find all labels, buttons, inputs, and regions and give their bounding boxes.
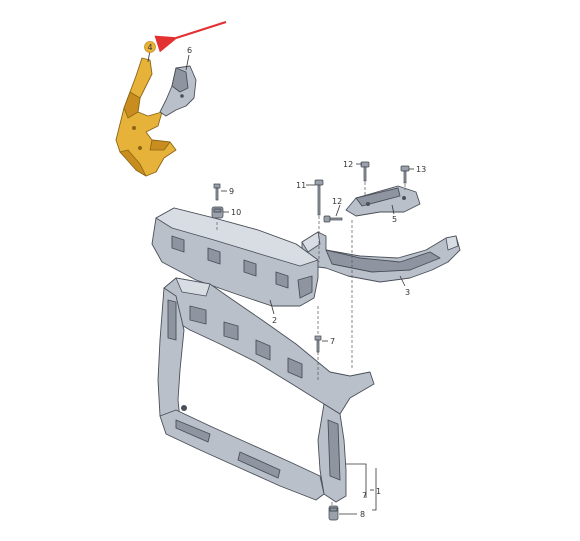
part-1-front-frame[interactable] [157, 277, 375, 503]
red-pointer-arrow [154, 20, 227, 53]
bolt-13[interactable] [400, 165, 410, 184]
part-6-bracket[interactable] [159, 65, 197, 117]
callout-1[interactable]: 1 [376, 487, 381, 496]
part-2-support-beam[interactable] [151, 207, 319, 307]
bolt-11[interactable] [314, 179, 324, 216]
callout-3[interactable]: 3 [405, 288, 410, 297]
bolt-12-lower[interactable] [323, 215, 343, 223]
callout-7-middle[interactable]: 7 [330, 337, 335, 346]
callout-5[interactable]: 5 [392, 215, 397, 224]
highlight-marker [144, 41, 156, 53]
bolt-12-upper[interactable] [360, 161, 370, 182]
bolt-9[interactable] [213, 183, 221, 201]
callout-6[interactable]: 6 [187, 46, 192, 55]
part-3-cross-member[interactable] [301, 231, 461, 283]
callout-11[interactable]: 11 [296, 181, 306, 190]
callout-12-upper[interactable]: 12 [343, 160, 353, 169]
assembly-lines [216, 182, 406, 506]
bolt-7-middle[interactable] [314, 335, 322, 353]
callout-2[interactable]: 2 [272, 316, 277, 325]
callout-9[interactable]: 9 [229, 187, 234, 196]
part-5-bracket[interactable] [345, 185, 421, 217]
callout-4[interactable]: 4 [148, 43, 153, 52]
part-4-bracket[interactable] [115, 57, 177, 177]
callout-10[interactable]: 10 [231, 208, 241, 217]
clip-10[interactable] [211, 206, 224, 219]
nut-8[interactable] [328, 505, 339, 521]
callout-leaders [147, 49, 414, 515]
callout-12-lower[interactable]: 12 [332, 197, 342, 206]
callout-8[interactable]: 8 [360, 510, 365, 519]
callout-13[interactable]: 13 [416, 165, 426, 174]
callout-7-lower[interactable]: 7 [362, 491, 367, 500]
callout-labels: 4 6 12 13 11 9 10 12 5 2 3 7 1 7 8 [144, 41, 426, 519]
